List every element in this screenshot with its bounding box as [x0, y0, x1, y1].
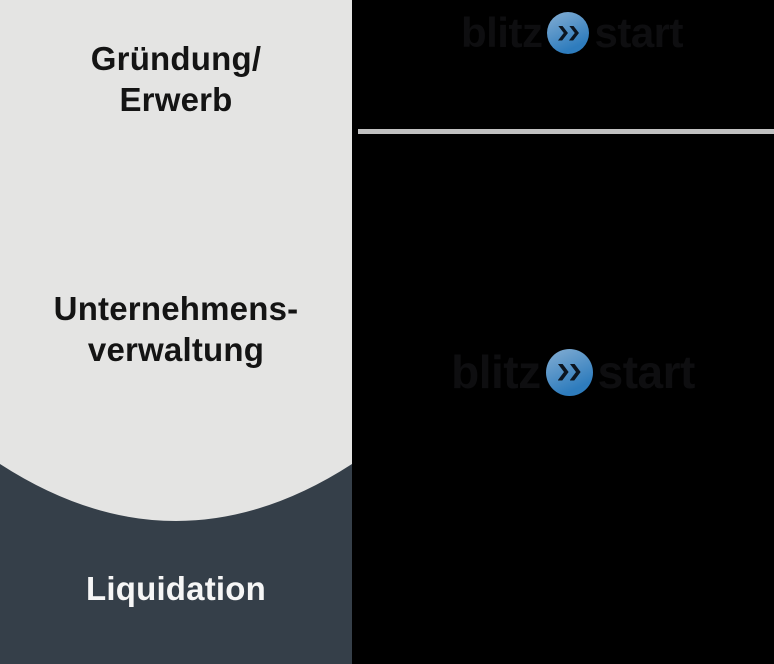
lifecycle-panel: Gründung/ Erwerb Unternehmens- verwaltun…	[0, 0, 352, 664]
phase-label-line: verwaltung	[87, 331, 265, 368]
phase-label-line: Erwerb	[119, 81, 233, 118]
logo-word-blitz: blitz	[460, 9, 543, 56]
phase-label-line: Gründung/	[90, 40, 262, 77]
double-chevron-circle-icon	[545, 348, 593, 396]
phase-label-line: Liquidation	[86, 570, 266, 607]
blitzstart-logo-header: blitz start	[361, 8, 774, 58]
phase-unternehmensverwaltung: Unternehmens- verwaltung	[0, 288, 352, 370]
liquidation-wave-shape	[0, 464, 352, 664]
phase-label-line: Unternehmens-	[53, 290, 299, 327]
phase-liquidation: Liquidation	[0, 568, 352, 609]
chevron-right-icon	[557, 25, 568, 41]
double-chevron-circle-icon	[547, 12, 590, 54]
chevron-right-icon	[569, 363, 581, 381]
header-divider-line	[358, 129, 774, 134]
chevron-right-icon	[568, 25, 579, 41]
logo-word-blitz: blitz	[451, 346, 541, 398]
blitzstart-logo-center: blitz start	[362, 344, 774, 400]
logo-word-start: start	[597, 346, 696, 398]
logo-word-start: start	[594, 9, 684, 56]
phase-gruendung-erwerb: Gründung/ Erwerb	[0, 38, 352, 120]
logo-panel: blitz start blitz start	[352, 0, 774, 664]
chevron-right-icon	[557, 363, 569, 381]
